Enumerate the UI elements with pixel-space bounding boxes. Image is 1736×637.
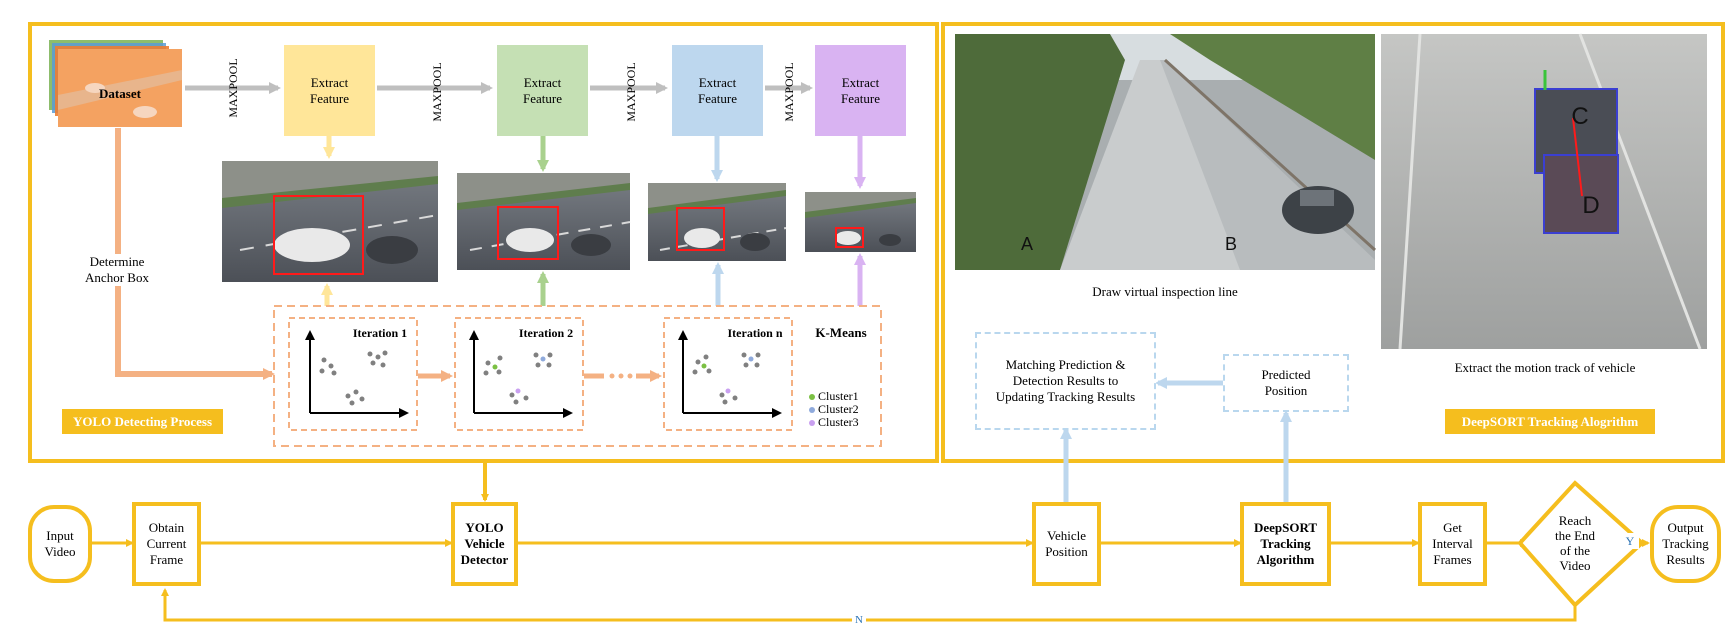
deepsort-panel-frame bbox=[941, 22, 1725, 463]
extract-feature-box-2 bbox=[497, 45, 588, 136]
cluster2-label: Cluster2 bbox=[818, 402, 859, 416]
motion-track-caption: Extract the motion track of vehicle bbox=[1454, 360, 1636, 375]
kmeans-region bbox=[273, 305, 882, 447]
decision-label: Reach the End of the Video bbox=[1554, 513, 1596, 573]
cluster1-label: Cluster1 bbox=[818, 389, 859, 403]
extract-feature-box-1 bbox=[284, 45, 375, 136]
predicted-position-box: Predicted Position bbox=[1223, 354, 1349, 412]
no-label: N bbox=[852, 614, 866, 626]
iteration-2-label: Iteration 2 bbox=[518, 326, 574, 340]
maxpool-label-2: MAXPOOL bbox=[430, 62, 444, 122]
road-image-1 bbox=[222, 161, 439, 282]
anchor-arrow bbox=[115, 128, 275, 380]
inspection-line-photo bbox=[955, 34, 1377, 270]
yolo-detector-node: YOLO Vehicle Detector bbox=[451, 502, 518, 586]
scatter-plot-1 bbox=[305, 330, 409, 418]
point-b-label: B bbox=[1224, 234, 1237, 254]
cluster3-label: Cluster3 bbox=[818, 415, 859, 429]
road-image-4 bbox=[805, 192, 916, 252]
vehicle-position-node: Vehicle Position bbox=[1032, 502, 1101, 586]
point-a-label: A bbox=[1020, 234, 1033, 254]
extract-feature-label-1: Extract Feature bbox=[310, 74, 349, 106]
deepsort-tracking-node: DeepSORT Tracking Algorithm bbox=[1240, 502, 1331, 586]
point-c-label: C bbox=[1571, 103, 1589, 130]
maxpool-label-4: MAXPOOL bbox=[782, 62, 796, 122]
maxpool-label-3: MAXPOOL bbox=[624, 62, 638, 122]
interval-frames-node: Get Interval Frames bbox=[1418, 502, 1487, 586]
obtain-frame-node: Obtain Current Frame bbox=[132, 502, 201, 586]
point-d-label: D bbox=[1582, 192, 1600, 219]
deepsort-algorithm-tag: DeepSORT Tracking Alogrithm bbox=[1445, 409, 1655, 434]
kmeans-label: K-Means bbox=[815, 325, 867, 340]
dataset-label: Dataset bbox=[99, 86, 141, 101]
extract-feature-label-4: Extract Feature bbox=[841, 74, 880, 106]
iteration-box-2 bbox=[454, 317, 584, 431]
input-video-node: Input Video bbox=[28, 505, 92, 583]
road-image-2 bbox=[457, 173, 631, 270]
cluster3-dot bbox=[809, 420, 815, 426]
yolo-process-tag: YOLO Detecting Process bbox=[62, 409, 223, 434]
extract-feature-label-3: Extract Feature bbox=[698, 74, 737, 106]
scatter-plot-2 bbox=[469, 330, 573, 418]
scatter-plot-n bbox=[678, 330, 782, 418]
decision-diamond bbox=[1517, 480, 1645, 608]
iteration-box-n bbox=[663, 317, 793, 431]
output-results-node: Output Tracking Results bbox=[1650, 505, 1721, 583]
iteration-n-label: Iteration n bbox=[727, 326, 783, 340]
yolo-panel-frame bbox=[28, 22, 939, 463]
anchor-box-label: Determine Anchor Box bbox=[72, 254, 162, 286]
motion-track-photo bbox=[1381, 33, 1707, 350]
cluster1-dot bbox=[809, 394, 815, 400]
iteration-box-1 bbox=[288, 317, 418, 431]
road-image-3 bbox=[648, 183, 787, 261]
cluster2-dot bbox=[809, 407, 815, 413]
matching-results-box: Matching Prediction & Detection Results … bbox=[975, 332, 1156, 430]
extract-feature-box-4 bbox=[815, 45, 906, 136]
extract-feature-label-2: Extract Feature bbox=[523, 74, 562, 106]
inspection-line-caption: Draw virtual inspection line bbox=[1092, 284, 1238, 299]
yes-label: Y bbox=[1621, 533, 1639, 549]
loop-back-arrow bbox=[161, 588, 1577, 622]
extract-feature-box-3 bbox=[672, 45, 763, 136]
maxpool-label-1: MAXPOOL bbox=[226, 58, 240, 118]
iteration-1-label: Iteration 1 bbox=[352, 326, 408, 340]
